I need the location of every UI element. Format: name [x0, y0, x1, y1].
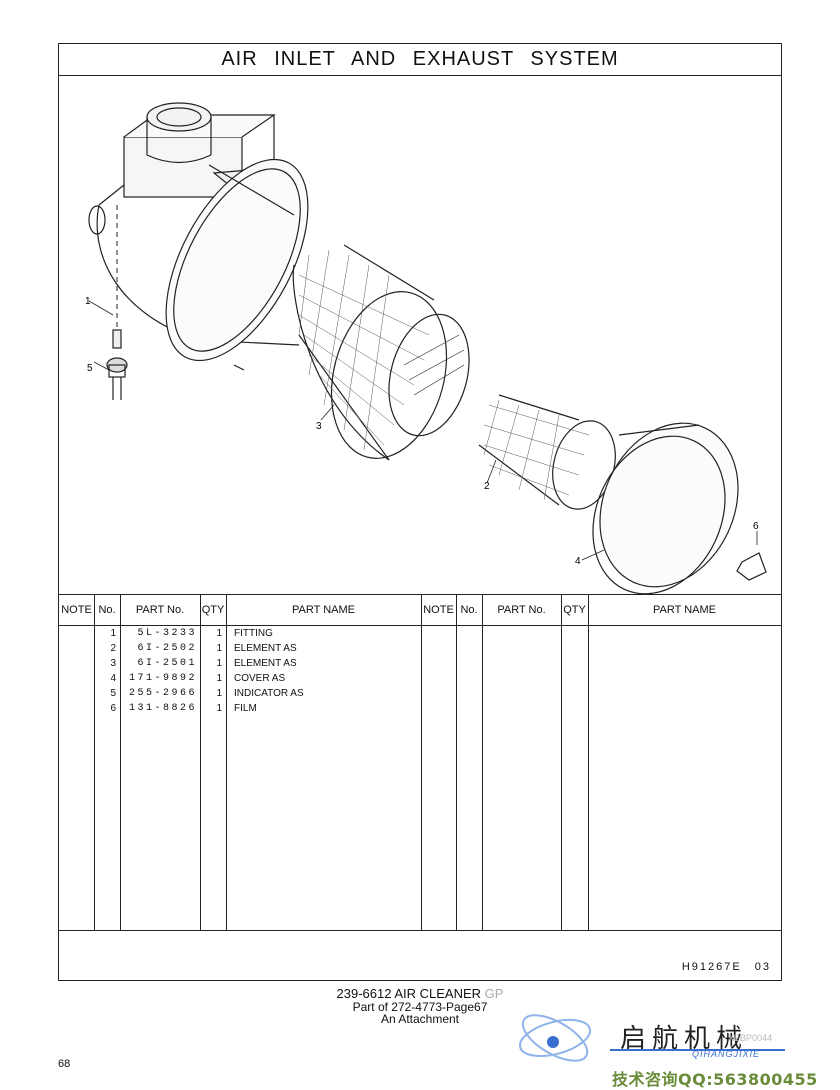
row-part-no: 5L-3233 [137, 628, 197, 639]
row-part-name: FITTING [234, 628, 273, 639]
row-part-name: ELEMENT AS [234, 658, 297, 669]
attachment-note: An Attachment [380, 1012, 460, 1026]
page-title: AIR INLET AND EXHAUST SYSTEM [59, 44, 781, 76]
row-part-name: ELEMENT AS [234, 643, 297, 654]
contact-info: 技术咨询QQ:563800455 [612, 1070, 818, 1089]
header-note: NOTE [59, 595, 94, 626]
watermark-code: XEBP0044 [728, 1033, 773, 1043]
column-divider [588, 595, 589, 931]
row-no: 3 [110, 658, 116, 669]
column-divider [421, 595, 422, 931]
brand-name-cn: 启航机械 [620, 1024, 749, 1054]
column-divider [561, 595, 562, 931]
callout-6: 6 [753, 521, 759, 532]
figure-code: H91267E 03 [681, 961, 771, 973]
row-qty: 1 [216, 703, 222, 714]
figure-code-strip: H91267E 03 [59, 930, 781, 981]
part-of-reference: Part of 272-4773-Page67 [352, 1000, 488, 1014]
row-no: 5 [110, 688, 116, 699]
brand-logo-icon [518, 1014, 785, 1062]
page-number: 68 [58, 1058, 71, 1070]
header-no-right: No. [456, 595, 482, 626]
assembly-title: 239-6612 AIR CLEANER [336, 986, 482, 1001]
header-qty: QTY [200, 595, 226, 626]
row-part-name: COVER AS [234, 673, 286, 684]
parts-table: NOTE No. PART No. QTY PART NAME NOTE No.… [59, 594, 781, 931]
callout-4: 4 [575, 556, 581, 567]
row-qty: 1 [216, 658, 222, 669]
row-part-no: 6I-2502 [137, 643, 197, 654]
row-no: 6 [110, 703, 116, 714]
row-part-name: INDICATOR AS [234, 688, 304, 699]
callout-2: 2 [484, 481, 490, 492]
row-qty: 1 [216, 688, 222, 699]
assembly-caption: 239-6612 AIR CLEANER GP [0, 986, 840, 1001]
column-divider [456, 595, 457, 931]
row-part-no: 171-9892 [128, 673, 197, 684]
row-qty: 1 [216, 628, 222, 639]
header-note-right: NOTE [421, 595, 456, 626]
row-no: 1 [110, 628, 116, 639]
row-no: 2 [110, 643, 116, 654]
callout-5: 5 [87, 363, 93, 374]
header-part-no-right: PART No. [482, 595, 561, 626]
row-no: 4 [110, 673, 116, 684]
assembly-suffix: GP [484, 986, 504, 1001]
column-divider [120, 595, 121, 931]
column-divider [94, 595, 95, 931]
header-part-name-right: PART NAME [588, 595, 781, 626]
row-part-no: 6I-2501 [137, 658, 197, 669]
exploded-view-figure: 1 2 3 4 5 6 [59, 75, 781, 595]
column-divider [200, 595, 201, 931]
parts-page-frame: AIR INLET AND EXHAUST SYSTEM [58, 43, 782, 981]
row-qty: 1 [216, 643, 222, 654]
brand-name-pinyin: QIHANGJIXIE [692, 1049, 761, 1059]
row-part-no: 131-8826 [128, 703, 197, 714]
column-divider [482, 595, 483, 931]
row-qty: 1 [216, 673, 222, 684]
column-divider [226, 595, 227, 931]
callout-1: 1 [85, 296, 91, 307]
row-part-name: FILM [234, 703, 257, 714]
callout-3: 3 [316, 421, 322, 432]
row-part-no: 255-2966 [128, 688, 197, 699]
header-part-no: PART No. [120, 595, 200, 626]
header-qty-right: QTY [561, 595, 588, 626]
header-part-name: PART NAME [226, 595, 421, 626]
exploded-view-drawing: 1 2 3 4 5 6 [85, 102, 767, 595]
header-no: No. [94, 595, 120, 626]
